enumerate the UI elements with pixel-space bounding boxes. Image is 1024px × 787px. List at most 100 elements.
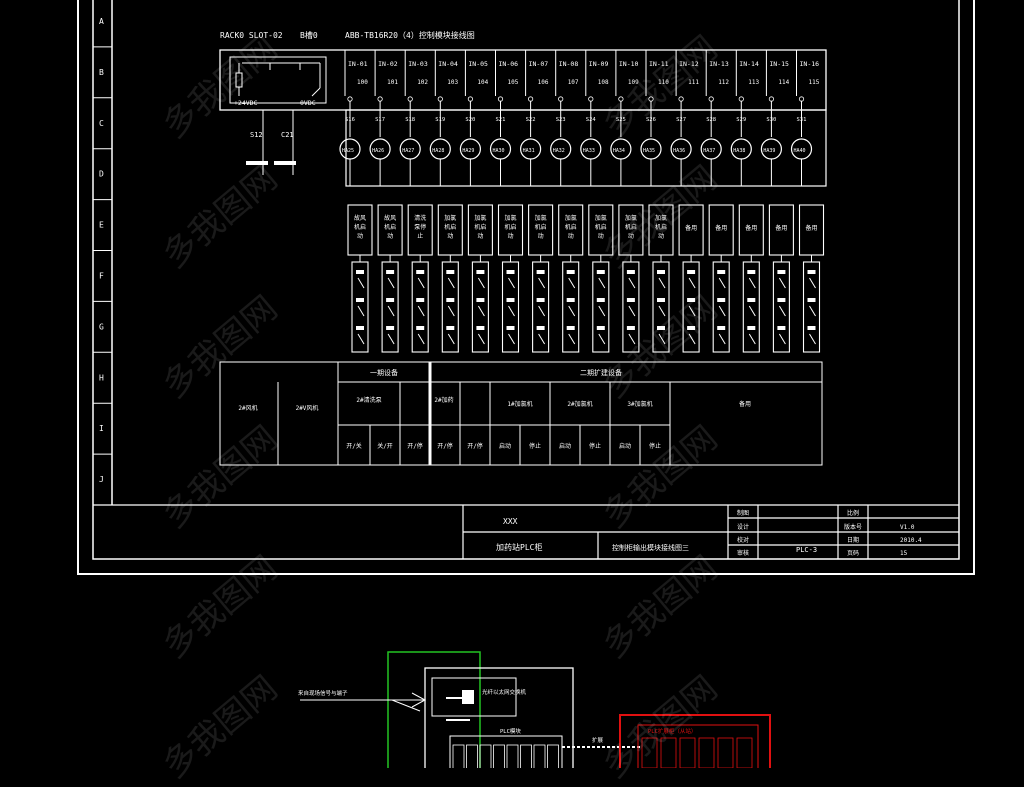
role-label: 审核	[737, 549, 749, 557]
slot-label: B槽0	[300, 30, 318, 40]
plc-slot	[493, 744, 505, 768]
channel-column: IN-04103S19HA28加氯机启动	[429, 50, 463, 353]
row-letter: J	[99, 475, 104, 484]
lamp-label: HA34	[613, 148, 625, 154]
equipment-name: 3#加氯机	[627, 400, 652, 408]
channel-description: 备用	[745, 224, 757, 232]
lamp-label: HA35	[643, 148, 655, 154]
row-letter: E	[99, 221, 104, 230]
channel-description: 清洗泵停止	[414, 214, 426, 240]
equipment-name: 2#V风机	[296, 404, 319, 412]
row-letter: H	[99, 373, 104, 382]
input-label: IN-03	[408, 60, 428, 68]
input-label: IN-01	[348, 60, 368, 68]
equipment-state: 开/停	[467, 442, 483, 450]
lamp-label: HA32	[553, 148, 565, 154]
terminal-number: 106	[538, 79, 549, 86]
info-value: V1.0	[900, 524, 915, 531]
channel-column: IN-11110S26HA35加氯机启动	[640, 50, 674, 353]
terminal-number: 115	[809, 79, 820, 86]
lamp-label: HA28	[432, 148, 444, 154]
equipment-name: 2#加氯机	[567, 400, 592, 408]
equipment-name: 2#风机	[238, 404, 257, 412]
terminal-number: 108	[598, 79, 609, 86]
sheet-inner-frame	[92, 0, 960, 560]
channel-description: 加氯机启动	[535, 214, 547, 240]
plc-slot	[466, 744, 478, 768]
channel-column: IN-09108S24HA33加氯机启动	[580, 50, 614, 353]
plc-slots	[452, 737, 753, 768]
channel-description: 加氯机启动	[565, 214, 577, 240]
channel-column: IN-06105S21HA30加氯机启动	[489, 50, 524, 353]
info-value: 15	[900, 550, 908, 557]
equipment-state: 开/停	[407, 442, 423, 450]
input-label: IN-06	[499, 60, 519, 68]
plc-slot	[533, 744, 546, 768]
equipment-state: 启动	[559, 442, 571, 450]
channel-description: 故风机启动	[354, 214, 366, 240]
channel-description: 故风机启动	[384, 214, 396, 240]
equipment-table	[219, 361, 823, 466]
terminal-number: 103	[447, 79, 458, 86]
role-label: 校对	[737, 536, 749, 544]
lamp-label: HA31	[523, 148, 535, 154]
equipment-name: 备用	[739, 400, 751, 408]
channel-column: IN-10109S25HA34加氯机启动	[610, 50, 644, 353]
lamp-label: HA29	[462, 148, 474, 154]
expansion-label: PLC扩展柜（从站）	[648, 727, 696, 735]
expansion-slot	[679, 737, 696, 768]
terminal-number: 101	[387, 79, 398, 86]
lamp-label: HA37	[703, 148, 715, 154]
signal-label: 来自现场信号与端子	[298, 689, 348, 697]
channel-description: 加氯机启动	[595, 214, 607, 240]
role-label: 设计	[737, 523, 749, 531]
channel-description: 加氯机启动	[444, 214, 456, 240]
row-letter: B	[99, 68, 104, 77]
power-section	[229, 56, 327, 104]
row-letter: C	[99, 119, 104, 128]
channel-description: 备用	[715, 224, 727, 232]
terminal-number: 114	[778, 79, 789, 86]
expansion-slot	[660, 737, 677, 768]
terminal-number: 102	[417, 79, 428, 86]
channel-column: IN-03102S18HA27清洗泵停止	[399, 50, 433, 353]
expansion-slot	[698, 737, 715, 768]
input-label: IN-13	[709, 60, 729, 68]
input-label: IN-11	[649, 60, 669, 68]
info-value: 2010.4	[900, 537, 922, 544]
input-label: IN-08	[559, 60, 579, 68]
row-letter: G	[99, 322, 104, 331]
channel-column: IN-01100S16HA25故风机启动	[339, 50, 373, 353]
green-cabinet	[387, 651, 481, 768]
module-title: ABB-TB16R20（4）控制模块接线图	[345, 30, 475, 40]
channel-description: 备用	[805, 224, 817, 232]
plc-slot	[452, 744, 465, 768]
lamp-label: HA27	[402, 148, 414, 154]
channel-column: IN-02101S17HA26故风机启动	[369, 50, 403, 353]
power-wire-label: C21	[281, 131, 294, 139]
channel-description: 备用	[775, 224, 787, 232]
channel-column: IN-16115S31HA40备用	[790, 50, 825, 353]
row-letter: D	[99, 170, 104, 179]
power-wires	[246, 110, 296, 175]
info-label: 日期	[847, 536, 859, 544]
company-name: XXX	[503, 517, 518, 526]
equipment-state: 启动	[499, 442, 511, 450]
expansion-slot	[736, 737, 753, 768]
terminal-number: 111	[688, 79, 699, 86]
terminal-number: 109	[628, 79, 639, 86]
channel-description: 加氯机启动	[504, 214, 516, 240]
lamp-label: HA25	[342, 148, 354, 154]
terminal-number: 112	[718, 79, 729, 86]
equipment-name: 2#清洗泵	[356, 396, 381, 404]
terminal-number: 100	[357, 79, 368, 86]
plc-slot	[506, 744, 519, 768]
terminal-number: 105	[508, 79, 519, 86]
channel-column: IN-13112S28HA37备用	[700, 50, 734, 353]
input-label: IN-09	[589, 60, 609, 68]
terminal-number: 113	[748, 79, 759, 86]
info-label: 比例	[847, 509, 859, 517]
lamp-label: HA40	[794, 148, 806, 154]
channel-columns: IN-01100S16HA25故风机启动IN-02101S17HA26故风机启动…	[339, 50, 825, 353]
